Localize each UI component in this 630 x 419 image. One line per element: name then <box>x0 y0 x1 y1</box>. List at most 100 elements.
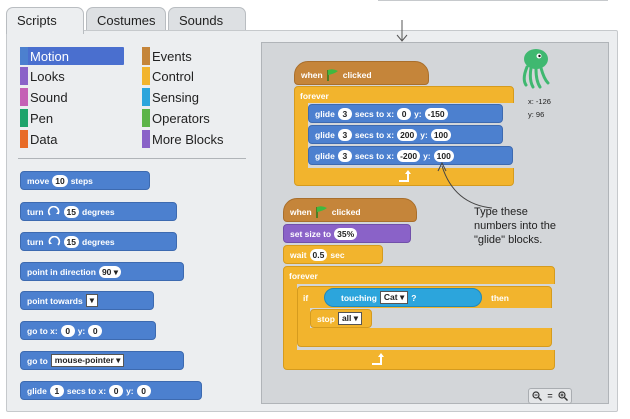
x-input[interactable]: 0 <box>60 324 75 337</box>
towards-dropdown[interactable]: ▾ <box>85 294 99 307</box>
category-events-swatch <box>142 47 150 65</box>
set-size-block[interactable]: set size to 35% <box>283 224 411 243</box>
block-text: glide <box>315 108 335 119</box>
x-input[interactable]: 0 <box>397 107 412 120</box>
sprite-x-coordinate: x: -126 <box>528 97 551 106</box>
secs-input[interactable]: 3 <box>337 107 352 120</box>
zoom-controls: = <box>528 388 572 404</box>
loop-arrow-icon <box>399 170 411 182</box>
category-sensing-label: Sensing <box>152 90 199 105</box>
tab-sounds[interactable]: Sounds <box>168 7 246 33</box>
move-steps-block[interactable]: move 10 steps <box>20 171 150 190</box>
glide-block[interactable]: glide 1 secs to x: 0 y: 0 <box>20 381 202 400</box>
size-input[interactable]: 35% <box>334 227 358 240</box>
secs-input[interactable]: 1 <box>49 384 64 397</box>
zoom-in-icon[interactable] <box>558 391 569 401</box>
category-events[interactable]: Events <box>142 47 242 65</box>
degrees-input[interactable]: 15 <box>63 205 79 218</box>
zoom-reset-icon[interactable]: = <box>547 391 553 401</box>
zoom-out-icon[interactable] <box>532 391 542 401</box>
touching-condition[interactable]: touching Cat ▾ ? <box>324 288 482 307</box>
point-in-direction-block[interactable]: point in direction 90 ▾ <box>20 262 184 281</box>
touching-target-value: Cat <box>383 292 398 302</box>
tab-scripts[interactable]: Scripts <box>6 7 84 34</box>
glide-block[interactable]: glide 3 secs to x: 200 y: 100 <box>308 125 503 144</box>
when-flag-clicked-hat[interactable]: when clicked <box>283 198 417 222</box>
tab-costumes-label: Costumes <box>97 13 156 28</box>
direction-input[interactable]: 90 ▾ <box>98 265 122 278</box>
block-text: degrees <box>82 206 115 217</box>
category-motion-label: Motion <box>30 49 70 64</box>
x-input[interactable]: 0 <box>109 384 124 397</box>
category-control[interactable]: Control <box>142 67 242 85</box>
wait-block[interactable]: wait 0.5 sec <box>283 245 383 264</box>
stop-option-dropdown[interactable]: all ▾ <box>337 312 363 325</box>
category-sound[interactable]: Sound <box>20 88 124 106</box>
go-to-xy-block[interactable]: go to x: 0 y: 0 <box>20 321 156 340</box>
forever-label-block: forever <box>283 266 373 285</box>
degrees-input[interactable]: 15 <box>63 235 79 248</box>
block-text: y: <box>77 325 86 336</box>
y-input[interactable]: 0 <box>88 324 103 337</box>
sprite-thumbnail <box>522 49 550 89</box>
block-text: y: <box>423 150 431 161</box>
turn-left-block[interactable]: turn 15 degrees <box>20 232 177 251</box>
category-motion[interactable]: Motion <box>20 47 124 65</box>
y-input[interactable]: 0 <box>136 384 151 397</box>
turn-right-block[interactable]: turn 15 degrees <box>20 202 177 221</box>
category-looks[interactable]: Looks <box>20 67 124 85</box>
point-towards-block[interactable]: point towards ▾ <box>20 291 154 310</box>
steps-input[interactable]: 10 <box>52 174 68 187</box>
then-label: then <box>485 288 525 307</box>
palette-divider <box>18 158 246 159</box>
sprite-y-coordinate: y: 96 <box>528 110 545 119</box>
touching-target-dropdown[interactable]: Cat ▾ <box>379 291 409 304</box>
x-input[interactable]: 200 <box>397 128 418 141</box>
category-sound-label: Sound <box>30 90 68 105</box>
block-text: secs to x: <box>354 108 395 119</box>
secs-input[interactable]: 3 <box>337 128 352 141</box>
category-operators-swatch <box>142 109 150 127</box>
block-text: when <box>301 70 323 80</box>
go-to-block[interactable]: go to mouse-pointer ▾ <box>20 351 184 370</box>
block-text: secs to x: <box>66 385 107 396</box>
when-flag-clicked-hat[interactable]: when clicked <box>294 61 429 85</box>
category-data[interactable]: Data <box>20 130 124 148</box>
category-pen[interactable]: Pen <box>20 109 124 127</box>
y-input[interactable]: -150 <box>424 107 448 120</box>
direction-value: 90 <box>101 266 112 277</box>
category-operators[interactable]: Operators <box>142 109 242 127</box>
secs-input[interactable]: 3 <box>337 149 352 162</box>
wait-input[interactable]: 0.5 <box>309 248 328 261</box>
category-events-label: Events <box>152 49 192 64</box>
block-text: when <box>290 207 312 217</box>
block-text: stop <box>317 313 335 324</box>
tab-costumes[interactable]: Costumes <box>86 7 166 33</box>
block-text: secs to x: <box>354 129 395 140</box>
y-input[interactable]: 100 <box>430 128 451 141</box>
stop-block[interactable]: stop all ▾ <box>310 309 372 328</box>
tab-scripts-label: Scripts <box>17 13 57 28</box>
stop-option-value: all <box>341 313 352 323</box>
category-more-blocks[interactable]: More Blocks <box>142 130 242 148</box>
block-text: glide <box>27 385 47 396</box>
category-sensing-swatch <box>142 88 150 106</box>
category-control-swatch <box>142 67 150 85</box>
block-text: y: <box>126 385 134 396</box>
stage-edge <box>378 0 608 1</box>
rotate-clockwise-icon <box>47 205 59 216</box>
y-input[interactable]: 100 <box>433 149 454 162</box>
glide-block[interactable]: glide 3 secs to x: -200 y: 100 <box>308 146 513 165</box>
block-text: set size to <box>290 228 332 239</box>
glide-block[interactable]: glide 3 secs to x: 0 y: -150 <box>308 104 503 123</box>
block-text: forever <box>300 90 329 101</box>
go-to-target-dropdown[interactable]: mouse-pointer ▾ <box>50 354 125 367</box>
block-text: clicked <box>342 70 372 80</box>
category-pen-label: Pen <box>30 111 54 126</box>
block-text: y: <box>414 108 422 119</box>
category-sensing[interactable]: Sensing <box>142 88 242 106</box>
block-text: point in direction <box>27 266 96 277</box>
block-text: turn <box>27 236 44 247</box>
block-text: degrees <box>82 236 115 247</box>
x-input[interactable]: -200 <box>397 149 421 162</box>
